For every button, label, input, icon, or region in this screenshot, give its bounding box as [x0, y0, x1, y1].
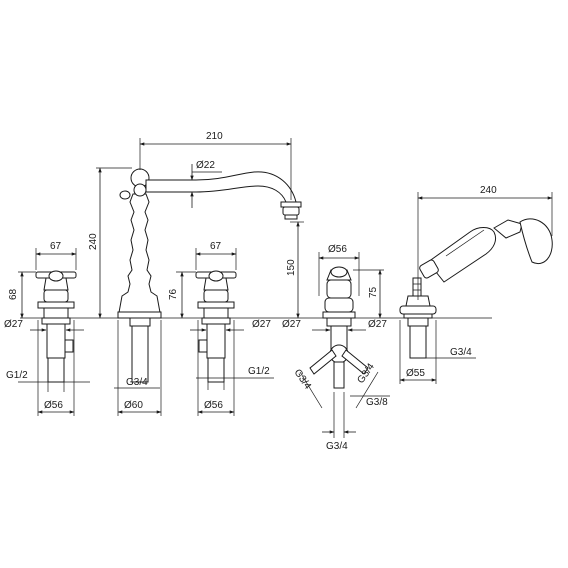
valve-left — [35, 270, 77, 383]
label-d60: Ø60 — [124, 400, 143, 411]
dimensions — [18, 138, 553, 438]
hand-shower — [399, 218, 553, 359]
label-h-75: 75 — [368, 286, 379, 298]
label-g34-shower: G3/4 — [450, 347, 472, 358]
label-g34-diverter-bottom: G3/4 — [326, 441, 348, 452]
valve-right — [195, 270, 237, 383]
label-d56-right: Ø56 — [204, 400, 223, 411]
label-w-67-right: 67 — [210, 241, 222, 252]
label-d56-left: Ø56 — [44, 400, 63, 411]
label-h-150: 150 — [286, 259, 297, 276]
label-g12-right: G1/2 — [248, 366, 270, 377]
label-w-67-left: 67 — [50, 241, 62, 252]
label-g38: G3/8 — [366, 397, 388, 408]
label-g12-left: G1/2 — [6, 370, 28, 381]
label-h-240-spout: 240 — [88, 233, 99, 250]
label-w-210: 210 — [206, 131, 223, 142]
label-g34-spout: G3/4 — [126, 377, 148, 388]
dimension-labels: 67 68 Ø27 G1/2 Ø56 240 210 Ø22 G3/4 Ø60 … — [4, 131, 497, 452]
label-h-68: 68 — [8, 288, 19, 300]
label-d27-left: Ø27 — [4, 319, 23, 330]
label-d27-right: Ø27 — [252, 319, 271, 330]
label-d27-diverter-right: Ø27 — [368, 319, 387, 330]
label-d22: Ø22 — [196, 160, 215, 171]
label-d55: Ø55 — [406, 368, 425, 379]
diverter — [309, 266, 369, 389]
label-h-76: 76 — [168, 288, 179, 300]
label-w-240-shower: 240 — [480, 185, 497, 196]
spout — [117, 168, 302, 383]
label-d27-diverter-left: Ø27 — [282, 319, 301, 330]
label-d56-diverter: Ø56 — [328, 244, 347, 255]
